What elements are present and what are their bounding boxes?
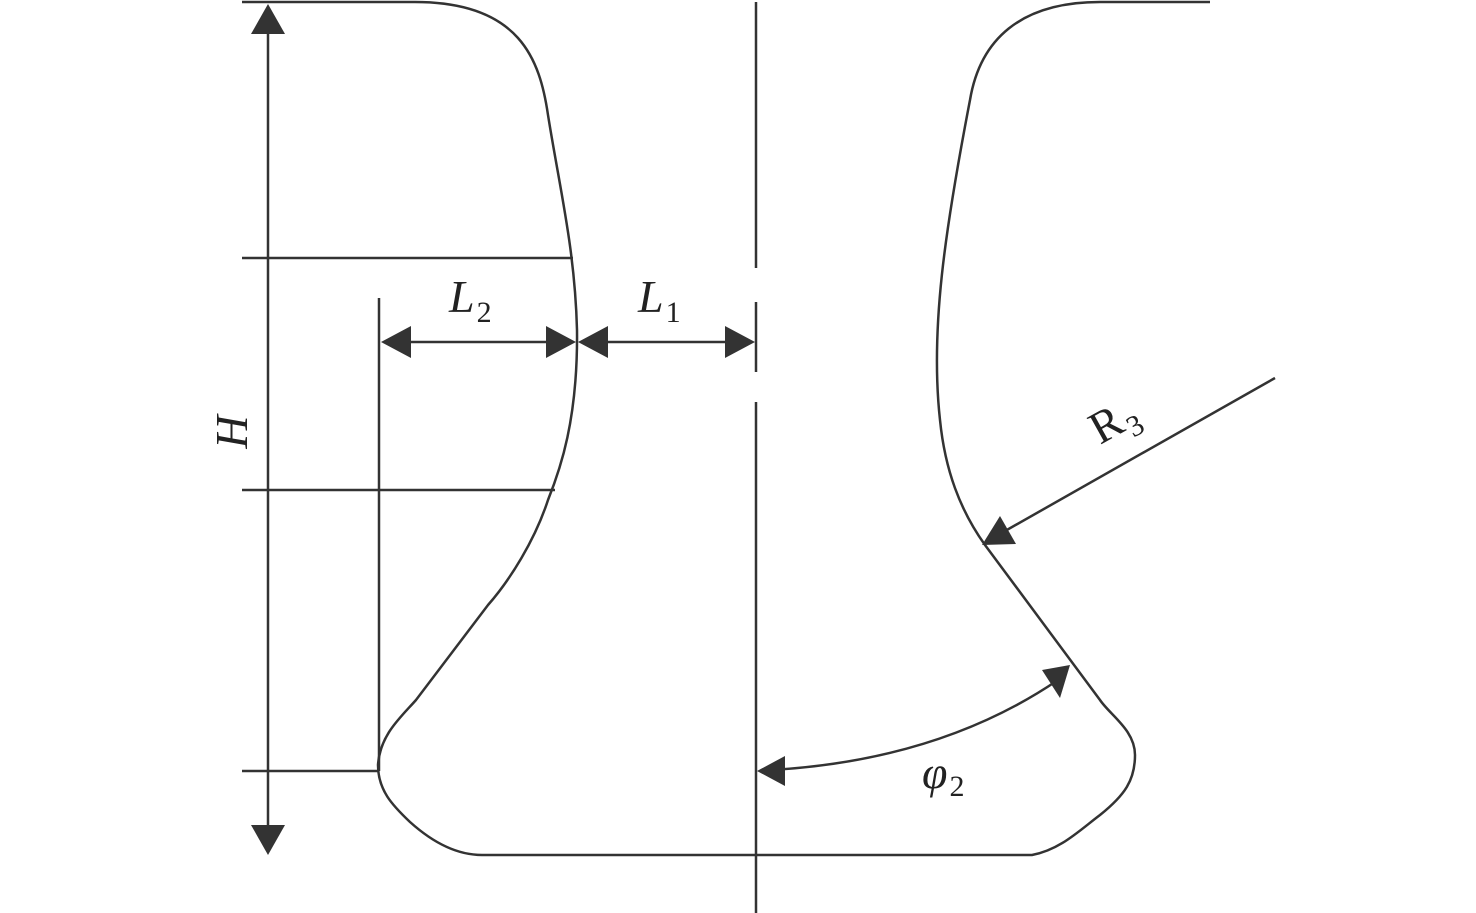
l2-arrow-left — [381, 326, 411, 358]
height-label: H — [206, 413, 257, 450]
l2-arrow-right — [546, 326, 576, 358]
phi2-arrow-right — [1042, 665, 1070, 698]
l1-label: L1 — [637, 271, 681, 329]
l1-arrow-right — [725, 326, 755, 358]
height-arrow-top — [251, 4, 285, 34]
r3-leader-line — [997, 376, 1276, 537]
l1-arrow-left — [578, 326, 608, 358]
profile-outline — [242, 0, 1210, 857]
height-arrow-bottom — [251, 825, 285, 855]
l2-label: L2 — [448, 271, 492, 329]
r3-arrow — [982, 516, 1016, 545]
r3-label: R3 — [1080, 386, 1150, 460]
phi2-arrow-left — [757, 756, 785, 786]
phi2-label: φ2 — [922, 747, 964, 803]
phi2-angle-arc — [771, 678, 1059, 772]
